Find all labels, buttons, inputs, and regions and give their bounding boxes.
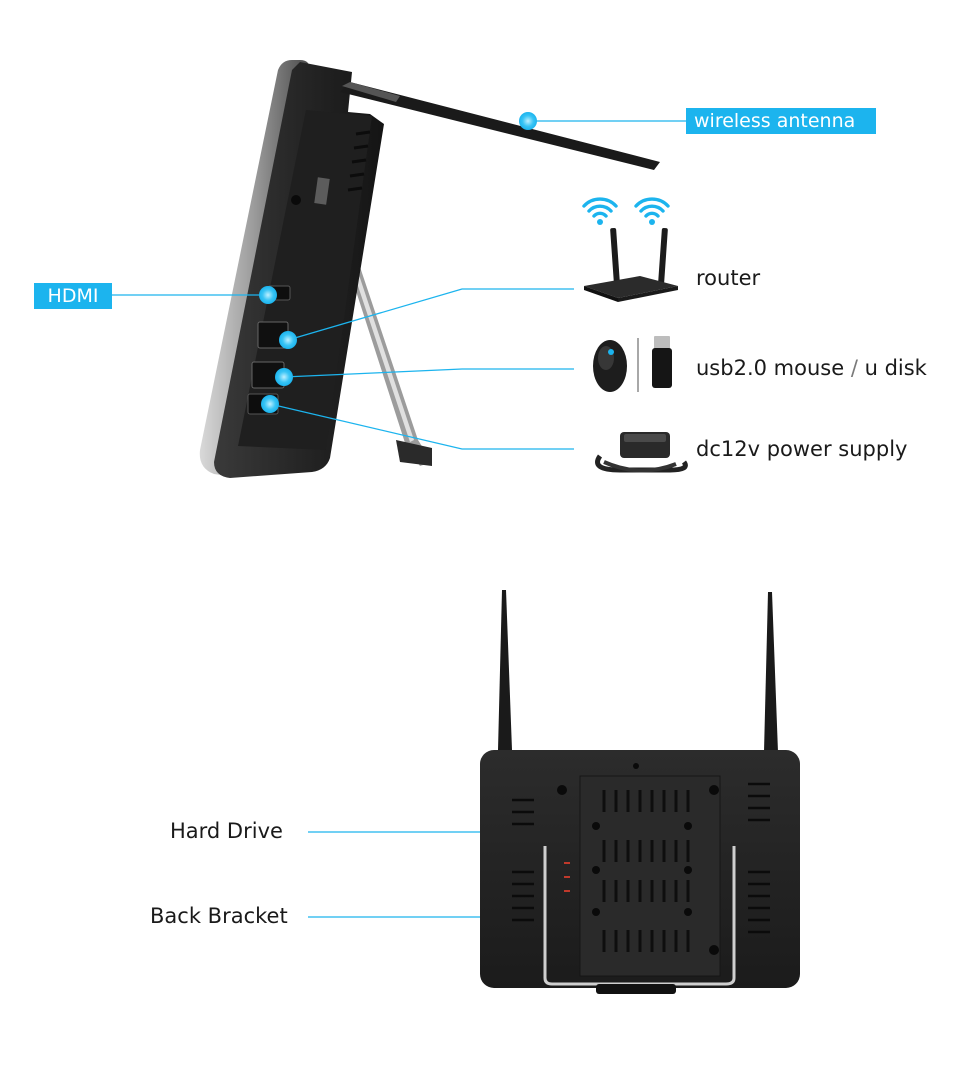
mouse-icon [593,340,627,392]
callout-power [269,403,574,450]
usb-label-separator: / [850,356,858,380]
monitor-back-view [480,590,800,994]
vent-lines [347,130,371,192]
dot-power [261,395,279,413]
callout-usb [283,368,574,378]
dot-antenna [519,112,537,130]
dot-lan [279,331,297,349]
screw-hole [291,195,301,205]
stand-leg-highlight [350,260,414,442]
dot-hdmi [259,286,277,304]
callout-router [287,288,574,341]
hard-drive-label: Hard Drive [170,819,283,843]
antenna-left [498,590,512,750]
usb-label-part1: usb2.0 mouse [696,356,845,380]
usb-label: usb2.0 mouse / u disk [696,356,927,380]
label-sticker [314,177,330,205]
power-adapter-icon [595,432,688,473]
usb-label-part2: u disk [864,356,927,380]
indicator-marks [564,862,570,892]
antenna-joint [342,82,400,102]
usb-drive-icon [652,336,672,388]
screw-holes [557,763,719,955]
monitor-side-view [199,60,660,478]
power-supply-label: dc12v power supply [696,437,908,461]
back-bracket-label: Back Bracket [150,904,288,928]
side-vents [512,782,770,934]
router-icon [584,227,678,302]
hard-drive-plate [579,775,721,977]
hdmi-tag: HDMI [34,283,112,309]
antenna [340,82,660,170]
hard-drive-vents [602,790,690,952]
antenna-right [764,592,778,752]
stand-foot [396,440,432,466]
dot-usb [275,368,293,386]
wireless-antenna-tag: wireless antenna [686,108,876,134]
router-label: router [696,266,761,290]
bottom-foot [596,984,676,994]
wifi-signal-icon [582,197,670,225]
callout-dots [259,112,537,413]
